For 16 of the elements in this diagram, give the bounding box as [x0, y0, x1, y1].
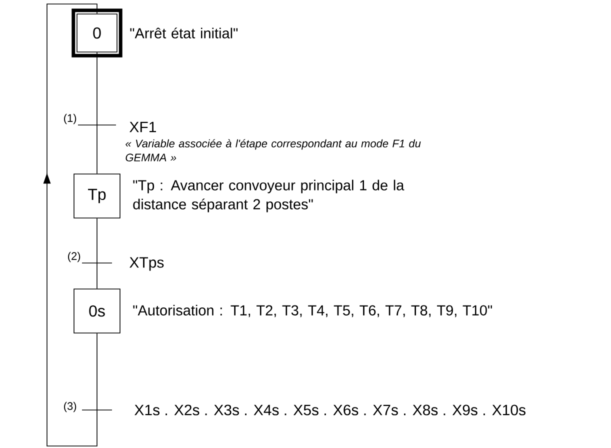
comment-text: « Variable associée à l'étape correspondant au mode F1 du GEMMA »: [126, 139, 421, 162]
link-line: [96, 218, 98, 289]
step-box: Tp: [74, 174, 120, 218]
action-text: "Autorisation : T1, T2, T3, T4, T5, T6, T7, T8, T9, T10": [133, 304, 492, 318]
transition-condition: XTps: [130, 257, 164, 271]
step-box: 0s: [74, 288, 120, 334]
transition-number: (3): [64, 402, 76, 412]
action-text: "Arrêt état initial": [130, 28, 238, 38]
transition-condition: XF1: [130, 122, 156, 132]
link-line: [96, 52, 98, 174]
loop-arrow: [43, 4, 98, 446]
transition-number: (2): [68, 252, 80, 262]
transition-number: (1): [64, 114, 76, 124]
action-text: "Tp : Avancer convoyeur principal 1 de la distance séparant 2 postes": [133, 180, 404, 212]
transition-condition: X1s . X2s . X3s . X4s . X5s . X6s . X7s . X8s . X9s . X10s: [134, 404, 526, 416]
initial-step-box: 0: [72, 8, 122, 58]
